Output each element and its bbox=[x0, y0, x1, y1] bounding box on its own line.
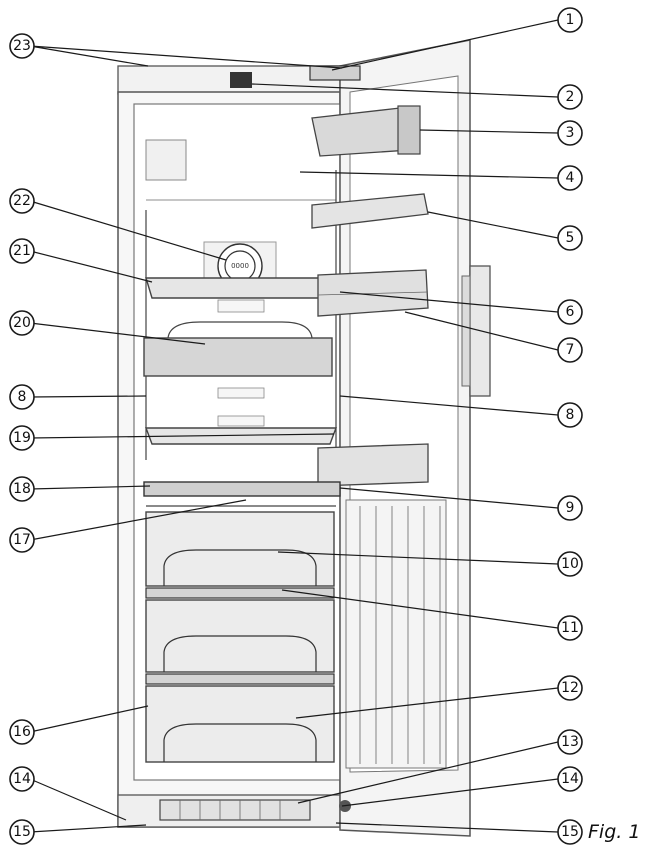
callout-21-label: 21 bbox=[13, 243, 31, 259]
callout-16-label: 16 bbox=[13, 724, 31, 740]
callout-11-label: 11 bbox=[561, 620, 579, 636]
dial-label: 0000 bbox=[231, 262, 249, 270]
callout-22-label: 22 bbox=[13, 193, 31, 209]
callout-6-label: 6 bbox=[566, 304, 575, 320]
callout-8-right: 8 bbox=[557, 402, 583, 428]
callout-8-left-label: 8 bbox=[18, 389, 27, 405]
callout-9-label: 9 bbox=[566, 500, 575, 516]
door-fan-unit bbox=[311, 105, 421, 157]
callout-22: 22 bbox=[9, 188, 35, 214]
callout-13-label: 13 bbox=[561, 734, 579, 750]
callout-20-label: 20 bbox=[13, 315, 31, 331]
door-coil-panel bbox=[345, 499, 447, 769]
glass-shelf-upper bbox=[145, 277, 337, 313]
callout-17: 17 bbox=[9, 527, 35, 553]
callout-10-label: 10 bbox=[561, 556, 579, 572]
callout-15-left-label: 15 bbox=[13, 824, 31, 840]
drawer-20 bbox=[143, 321, 333, 399]
callout-5: 5 bbox=[557, 225, 583, 251]
callout-12-label: 12 bbox=[561, 680, 579, 696]
callout-12: 12 bbox=[557, 675, 583, 701]
callout-14-right: 14 bbox=[557, 766, 583, 792]
callout-19: 19 bbox=[9, 425, 35, 451]
callout-9: 9 bbox=[557, 495, 583, 521]
leader-lines bbox=[29, 19, 559, 833]
callout-11: 11 bbox=[557, 615, 583, 641]
door-shelves bbox=[311, 193, 429, 487]
callout-8-right-label: 8 bbox=[566, 407, 575, 423]
callout-3: 3 bbox=[557, 120, 583, 146]
callout-7: 7 bbox=[557, 337, 583, 363]
callout-16: 16 bbox=[9, 719, 35, 745]
callout-3-label: 3 bbox=[566, 125, 575, 141]
callout-17-label: 17 bbox=[13, 532, 31, 548]
callout-14-right-label: 14 bbox=[561, 771, 579, 787]
callout-23: 23 bbox=[9, 33, 35, 59]
callout-2: 2 bbox=[557, 84, 583, 110]
callout-13: 13 bbox=[557, 729, 583, 755]
callout-10: 10 bbox=[557, 551, 583, 577]
callout-4-label: 4 bbox=[566, 170, 575, 186]
callout-23-label: 23 bbox=[13, 38, 31, 54]
callout-15-right-label: 15 bbox=[561, 824, 579, 840]
figure-caption: Fig. 1 bbox=[588, 821, 641, 843]
top-hinge bbox=[230, 65, 361, 88]
callout-19-label: 19 bbox=[13, 430, 31, 446]
freezer-drawers bbox=[145, 511, 335, 763]
callout-15-left: 15 bbox=[9, 819, 35, 845]
callout-18: 18 bbox=[9, 476, 35, 502]
glass-shelf-lower bbox=[144, 415, 338, 445]
callout-4: 4 bbox=[557, 165, 583, 191]
callout-14-left-label: 14 bbox=[13, 771, 31, 787]
callout-18-label: 18 bbox=[13, 481, 31, 497]
callout-7-label: 7 bbox=[566, 342, 575, 358]
callout-5-label: 5 bbox=[566, 230, 575, 246]
callout-2-label: 2 bbox=[566, 89, 575, 105]
compartment-divider bbox=[143, 481, 341, 507]
callout-6: 6 bbox=[557, 299, 583, 325]
callout-15-right: 15 bbox=[557, 819, 583, 845]
callout-8-left: 8 bbox=[9, 384, 35, 410]
callout-14-left: 14 bbox=[9, 766, 35, 792]
callout-20: 20 bbox=[9, 310, 35, 336]
callout-1: 1 bbox=[557, 7, 583, 33]
callout-1-label: 1 bbox=[566, 12, 575, 28]
callout-21: 21 bbox=[9, 238, 35, 264]
